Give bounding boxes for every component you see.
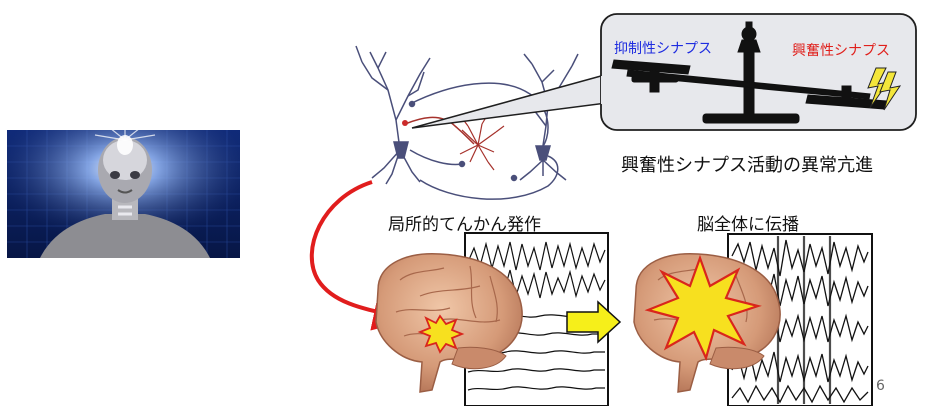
yellow-arrow bbox=[566, 300, 622, 344]
inhibitory-synapse-label: 抑制性シナプス bbox=[614, 41, 712, 57]
page-number: 6 bbox=[876, 378, 885, 394]
whole-brain-spread-caption: 脳全体に伝播 bbox=[697, 215, 799, 235]
excitatory-synapse-label: 興奮性シナプス bbox=[792, 43, 890, 59]
neuron-network bbox=[355, 45, 579, 200]
balance-scale-icon bbox=[611, 21, 887, 124]
callout-balance bbox=[411, 13, 917, 131]
lightning-icon bbox=[867, 67, 902, 111]
focal-star-icon bbox=[417, 314, 465, 354]
focal-seizure-caption: 局所的てんかん発作 bbox=[388, 215, 541, 235]
head-illustration bbox=[7, 118, 240, 258]
abnormal-activity-caption: 興奮性シナプス活動の異常亢進 bbox=[621, 155, 873, 176]
red-curved-arrow bbox=[309, 180, 414, 331]
brain-generalized bbox=[633, 253, 781, 393]
burst-star-icon bbox=[644, 254, 762, 362]
brain-focal bbox=[375, 253, 523, 393]
